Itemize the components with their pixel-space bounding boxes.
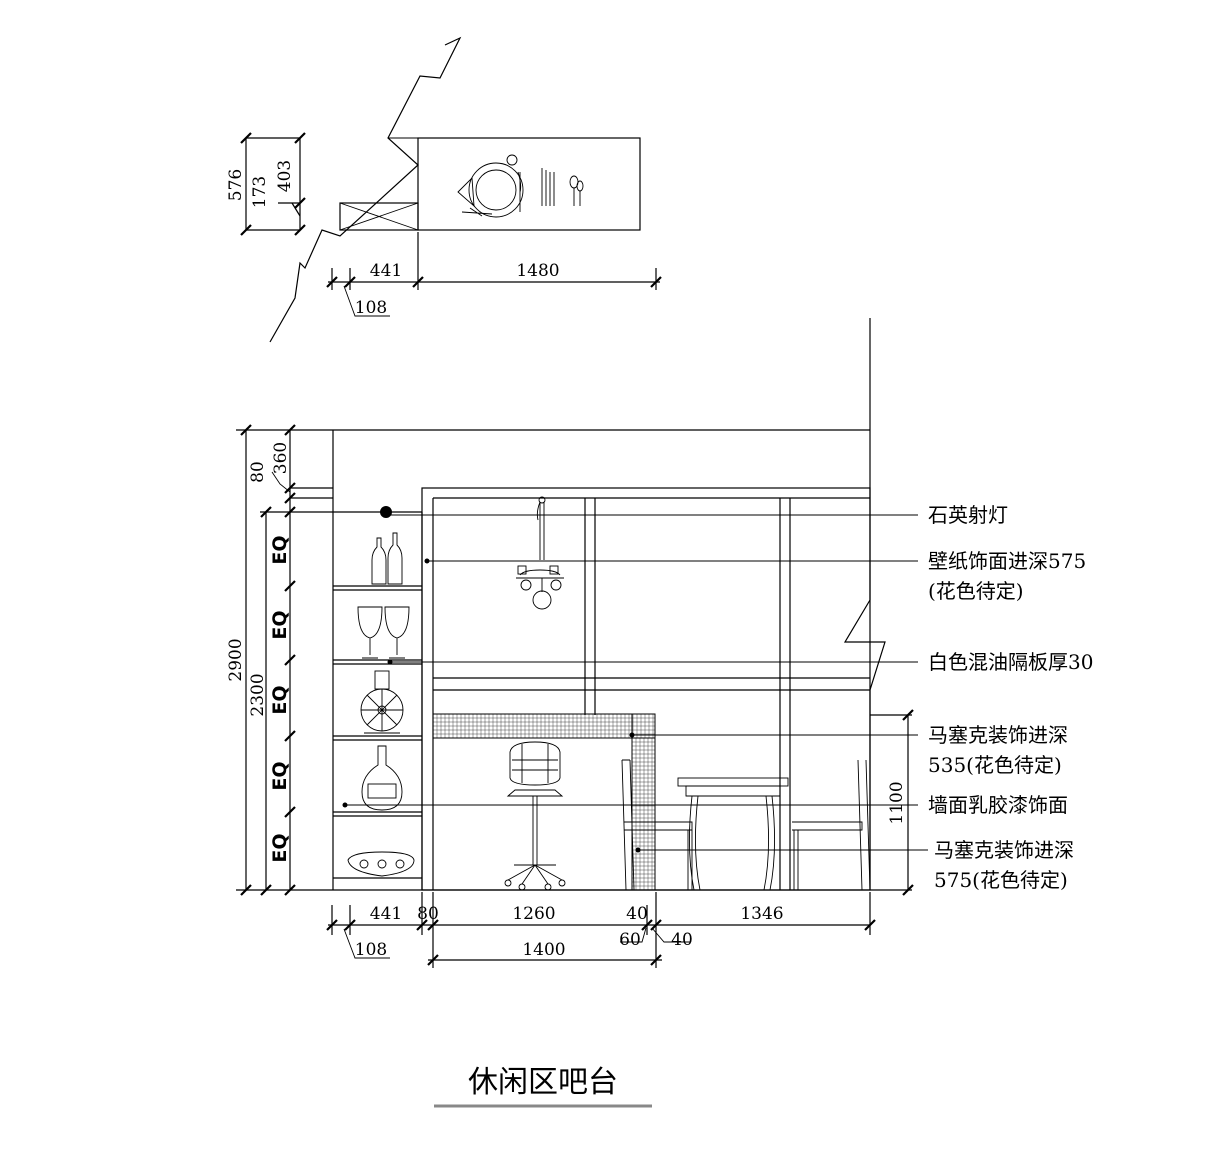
wine-glass-icon: [384, 606, 410, 659]
plan-break-line: [269, 36, 462, 343]
elev-dim-40: 40: [626, 904, 648, 924]
eq-label: EQ: [269, 685, 291, 714]
elev-dim-2300: 2300: [248, 673, 268, 716]
plan-dim-1480: 1480: [516, 261, 559, 281]
elev-dim-2900: 2900: [226, 638, 246, 681]
label-mosaic-1-note: 535(花色待定): [928, 753, 1062, 777]
drawing-title: 休闲区吧台: [468, 1065, 618, 1100]
spotlight-icon: [380, 506, 392, 518]
label-latex-paint: 墙面乳胶漆饰面: [928, 793, 1068, 817]
elev-dim-1346: 1346: [740, 904, 783, 924]
bar-stool-icon: [504, 741, 566, 891]
plan-dim-403: 403: [275, 160, 295, 192]
plan-dim-173: 173: [250, 176, 270, 208]
label-mosaic-2: 马塞克装饰进深: [934, 838, 1074, 862]
decorative-bowl-icon: [347, 851, 415, 877]
eq-label: EQ: [269, 535, 291, 564]
elev-dim-80: 80: [248, 461, 268, 483]
place-setting-icon: [457, 154, 584, 218]
elev-dim-1400: 1400: [522, 940, 565, 960]
plan-dim-441: 441: [370, 261, 402, 281]
decanter-icon: [361, 745, 403, 811]
mosaic-bar-counter: [432, 713, 656, 891]
label-mosaic-2-note: 575(花色待定): [934, 868, 1068, 892]
label-spotlight: 石英射灯: [928, 503, 1008, 527]
plan-dim-576: 576: [226, 169, 246, 201]
elev-dim-40-right: 40: [671, 930, 693, 950]
eq-label: EQ: [269, 761, 291, 790]
dining-chair-icon: [792, 759, 871, 891]
label-mosaic-1: 马塞克装饰进深: [928, 723, 1068, 747]
elev-dim-80-bottom: 80: [417, 904, 439, 924]
elev-dim-360: 360: [271, 442, 291, 474]
plan-view: 576 173 403 441 1480 108: [226, 36, 662, 343]
decorative-wheel-icon: [360, 670, 404, 734]
plan-counter: [417, 137, 641, 231]
elev-dim-441: 441: [370, 904, 402, 924]
elevation-view: 2900 2300 80 360 EQ EQ EQ EQ EQ 1100: [226, 318, 1093, 968]
eq-label: EQ: [269, 833, 291, 862]
elev-dim-1100: 1100: [887, 781, 907, 824]
elev-dim-1260: 1260: [512, 904, 555, 924]
wine-bottle-icon: [371, 537, 387, 585]
wine-glass-icon: [357, 606, 383, 659]
display-shelf: [333, 511, 423, 890]
right-wall-break-line: [843, 318, 886, 890]
label-wallpaper-note: (花色待定): [928, 579, 1024, 603]
label-shelf: 白色混油隔板厚30: [928, 650, 1093, 674]
eq-label: EQ: [269, 610, 291, 639]
plan-dim-108: 108: [355, 298, 387, 318]
elev-dim-108: 108: [355, 940, 387, 960]
elev-dim-60: 60: [619, 930, 641, 950]
plan-hatched-block: [339, 202, 419, 231]
dining-table-icon: [677, 777, 789, 891]
pendant-lamp-icon: [516, 496, 564, 610]
label-wallpaper: 壁纸饰面进深575: [928, 549, 1086, 573]
wine-bottle-icon: [387, 532, 403, 585]
